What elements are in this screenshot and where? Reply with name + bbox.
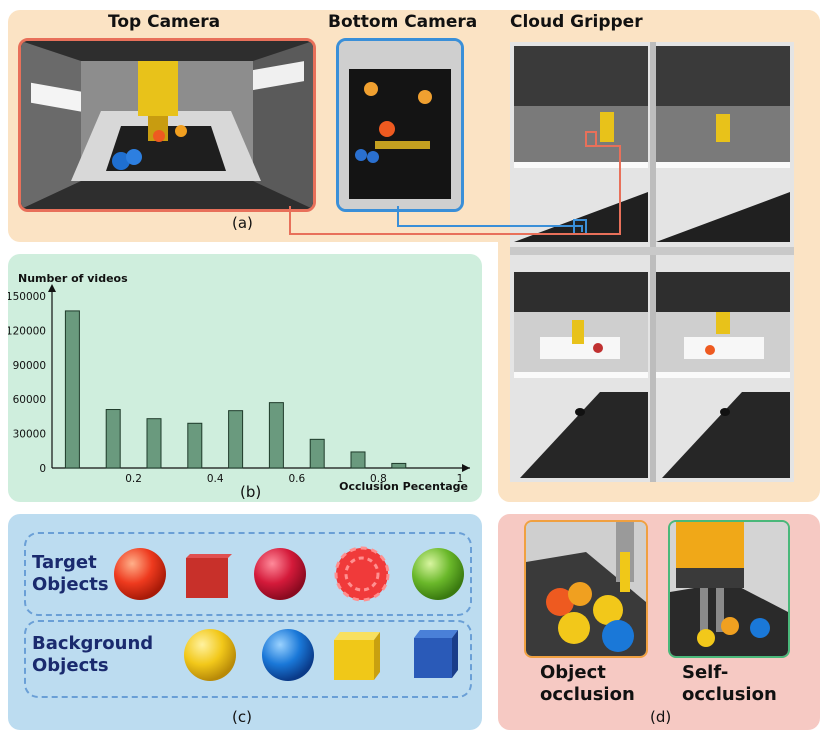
histogram-bar xyxy=(268,402,284,469)
background-objects-label: Background Objects xyxy=(32,633,154,676)
target-objects-box xyxy=(24,532,472,616)
y-tick-label: 0 xyxy=(39,463,46,475)
object-occlusion-scene xyxy=(526,522,646,656)
x-tick-label: 0.2 xyxy=(125,473,142,485)
self-occlusion-scene xyxy=(670,522,788,656)
red-wiffle-ball-icon xyxy=(334,546,390,602)
caption-b: (b) xyxy=(240,483,262,501)
y-tick-label: 120000 xyxy=(8,325,46,337)
caption-a: (a) xyxy=(232,214,253,232)
green-ball-icon xyxy=(412,548,464,600)
histogram-bar xyxy=(309,438,325,469)
red-ball-icon xyxy=(114,548,166,600)
x-axis-arrow-icon xyxy=(462,464,470,472)
blue-ball-icon xyxy=(262,629,314,681)
y-tick-label: 90000 xyxy=(13,360,46,372)
x-tick-label: 0.6 xyxy=(288,473,305,485)
blue-cube-icon xyxy=(414,630,458,678)
cloud-gripper-title: Cloud Gripper xyxy=(510,12,643,32)
x-tick-label: 1 xyxy=(457,473,464,485)
y-axis-arrow-icon xyxy=(48,284,56,292)
background-objects-box xyxy=(24,620,472,698)
x-axis-label: Occlusion Pecentage xyxy=(339,480,468,493)
object-occlusion-label: Object occlusion xyxy=(540,662,635,705)
histogram-bar xyxy=(105,409,121,469)
top-camera-image xyxy=(18,38,316,212)
yellow-ball-icon xyxy=(184,629,236,681)
self-occlusion-image xyxy=(668,520,790,658)
bottom-camera-title: Bottom Camera xyxy=(328,12,478,32)
yellow-cube-icon xyxy=(334,632,380,680)
panel-b-chart: 0 30000 60000 90000 120000 150000 0.2 0.4 0.6 0.8… xyxy=(6,254,482,502)
histogram-bar xyxy=(187,422,203,469)
panel-c-background xyxy=(8,514,482,730)
caption-d: (d) xyxy=(650,708,672,726)
histogram-bar xyxy=(64,310,80,469)
target-objects-label: Target Objects xyxy=(32,552,109,595)
y-tick-label: 30000 xyxy=(13,429,46,441)
bottom-camera-scene xyxy=(339,41,461,209)
caption-c: (c) xyxy=(232,708,252,726)
top-camera-scene xyxy=(21,41,313,209)
x-tick-label: 0.8 xyxy=(370,473,387,485)
cloud-gripper-image xyxy=(510,42,794,482)
histogram-bar xyxy=(391,462,407,469)
red-cube-icon xyxy=(186,554,232,598)
y-tick-label: 60000 xyxy=(13,394,46,406)
occlusion-histogram: 0 30000 60000 90000 120000 150000 0.2 0.4 0.6 0.8… xyxy=(6,272,470,493)
object-occlusion-image xyxy=(524,520,648,658)
crimson-ball-icon xyxy=(254,548,306,600)
panel-b-background xyxy=(8,254,482,502)
x-tick-label: 0.4 xyxy=(207,473,224,485)
bottom-camera-image xyxy=(336,38,464,212)
histogram-bar xyxy=(350,451,366,469)
top-camera-title: Top Camera xyxy=(108,12,221,32)
self-occlusion-label: Self-occlusion xyxy=(682,662,777,705)
histogram-bar xyxy=(228,410,244,469)
y-axis-label: Number of videos xyxy=(18,272,128,285)
cloud-gripper-scene xyxy=(510,42,794,482)
y-tick-label: 150000 xyxy=(8,291,46,303)
histogram-bar xyxy=(146,418,162,469)
